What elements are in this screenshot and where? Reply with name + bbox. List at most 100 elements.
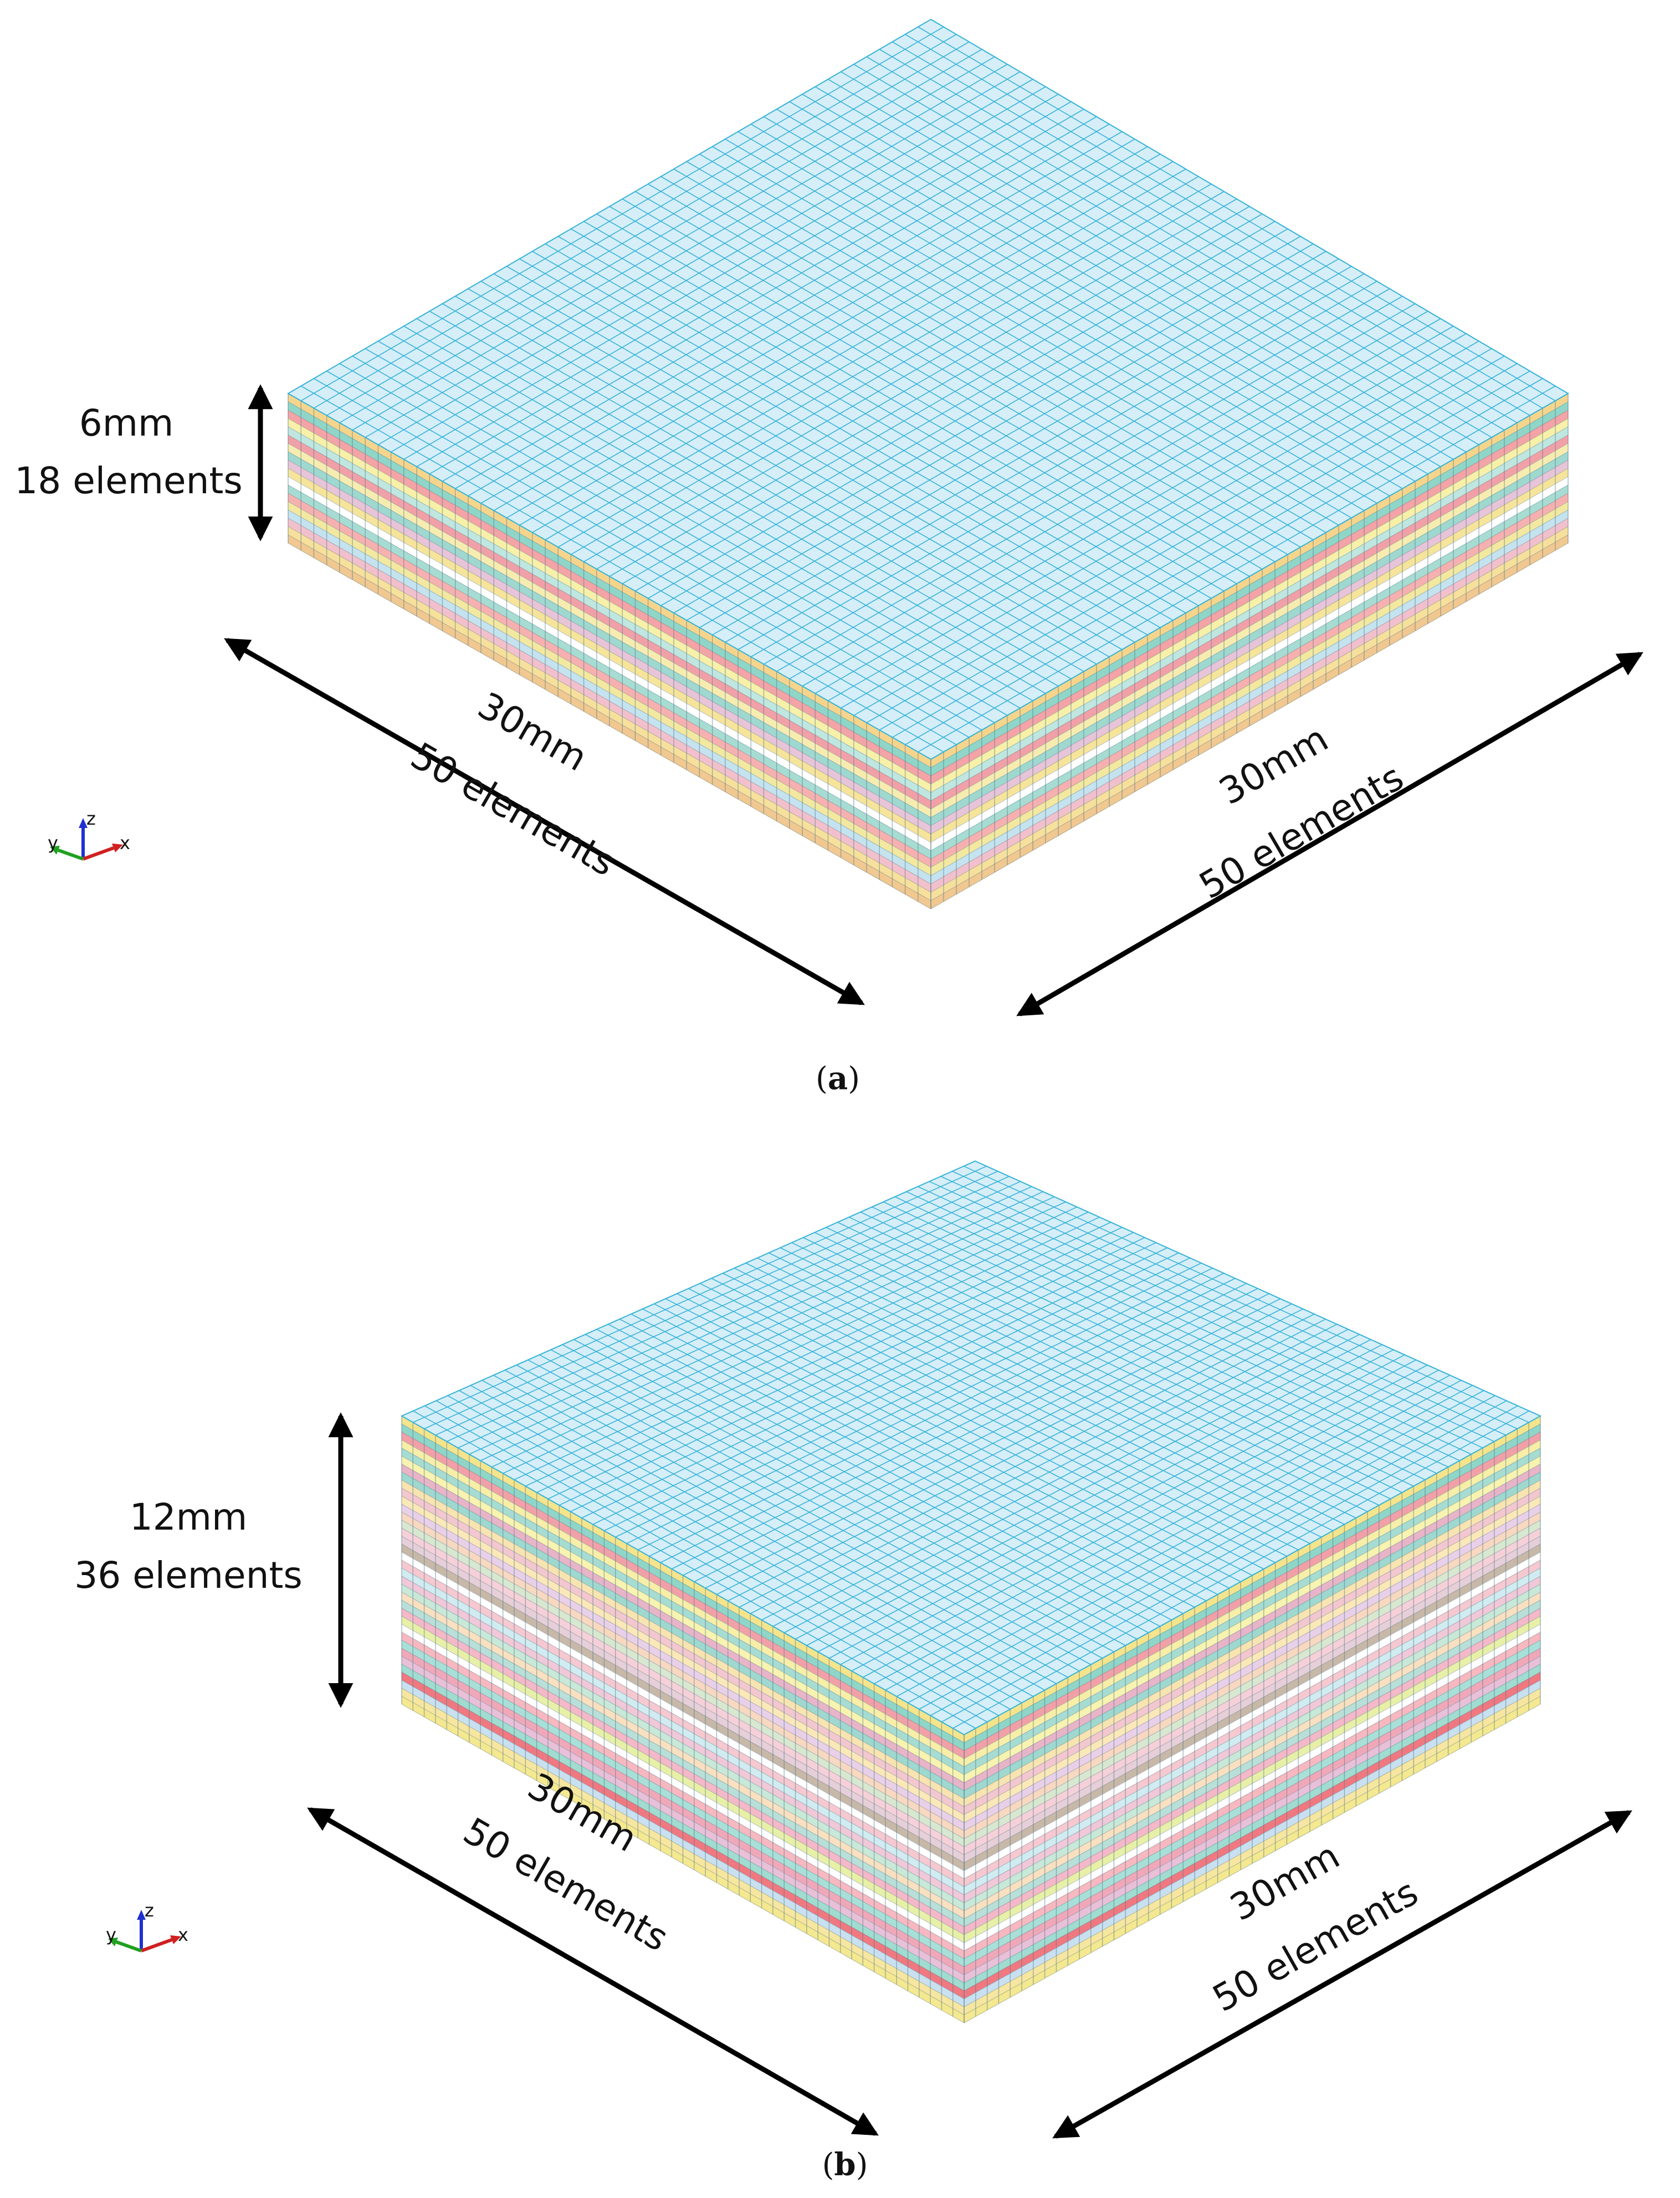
side-mesh-line: [964, 1488, 1541, 1807]
top-mesh-line: [712, 146, 1352, 519]
side-mesh-line: [401, 1424, 965, 1743]
axis-x-label: x: [120, 832, 130, 853]
side-mesh-line: [401, 1455, 965, 1775]
top-mesh-line: [964, 1415, 1541, 1735]
side-mesh-line: [964, 1496, 1541, 1815]
panel-a-thickness-label: 6mm: [79, 402, 174, 444]
top-mesh-line: [906, 1191, 1472, 1455]
panel-b-right-edge-arrow: [1052, 1810, 1632, 2139]
side-mesh-line: [964, 1520, 1541, 1839]
top-mesh-line: [723, 1272, 1287, 1557]
top-mesh-line: [883, 1201, 1448, 1468]
top-mesh-line: [750, 288, 1390, 657]
side-mesh-line: [401, 1536, 965, 1855]
top-mesh-line: [806, 1344, 1382, 1646]
top-mesh-line: [874, 1374, 1451, 1684]
top-mesh-line: [802, 318, 1441, 687]
top-mesh-line: [705, 1298, 1281, 1589]
side-mesh-line: [964, 1464, 1541, 1783]
top-mesh-line: [699, 1283, 1264, 1570]
side-mesh-line: [964, 1448, 1541, 1767]
top-mesh-line: [711, 1277, 1276, 1563]
top-mesh-line: [734, 1267, 1299, 1551]
top-mesh-line: [827, 79, 1467, 453]
top-mesh-line: [660, 236, 1301, 606]
panel-b-axis-triad: z x y: [106, 1900, 188, 1952]
panel-b-left-edge-arrow: [307, 1807, 879, 2136]
side-mesh-line: [401, 1496, 965, 1815]
top-mesh-line: [776, 109, 1416, 482]
side-mesh-line: [964, 1480, 1541, 1799]
panel-a-left-edge-arrow: [224, 638, 865, 1005]
top-mesh-line: [802, 94, 1441, 467]
side-mesh-line: [964, 1432, 1541, 1751]
panel-b-thickness-elements-label: 36 elements: [74, 1554, 303, 1597]
top-mesh-line: [769, 1252, 1333, 1531]
top-mesh-line: [791, 1242, 1356, 1519]
top-mesh-line: [716, 1303, 1292, 1595]
top-mesh-line: [745, 1262, 1310, 1544]
top-mesh-line: [815, 86, 1454, 460]
top-mesh-line: [783, 1334, 1360, 1633]
axis-z-label: z: [86, 808, 96, 829]
top-mesh-line: [866, 355, 1505, 723]
panel-a-top-face: [286, 18, 1569, 760]
top-mesh-line: [750, 124, 1390, 497]
top-mesh-line: [851, 1364, 1428, 1671]
axis-y-arrowhead-icon: [50, 846, 60, 855]
top-mesh-line: [892, 370, 1530, 738]
side-mesh-line: [964, 1511, 1541, 1831]
top-mesh-line: [815, 325, 1454, 694]
top-mesh-line: [634, 191, 1276, 563]
top-mesh-line: [929, 1181, 1495, 1442]
side-mesh-line: [964, 1527, 1541, 1847]
axis-z-arrowhead-icon: [137, 1910, 146, 1920]
side-mesh-line: [964, 1424, 1541, 1743]
top-mesh-line: [952, 1170, 1518, 1429]
axis-x-arrowhead-icon: [170, 1935, 181, 1944]
top-mesh-line: [803, 1237, 1368, 1512]
top-mesh-line: [848, 1216, 1414, 1487]
panel-a-right-edge-arrow: [1016, 652, 1643, 1016]
top-mesh-line: [862, 1369, 1439, 1678]
top-mesh-line: [829, 1354, 1405, 1659]
side-mesh-line: [401, 1488, 965, 1807]
top-mesh-line: [622, 213, 1263, 584]
side-mesh-line: [964, 1543, 1541, 1863]
panel-b-caption: (b): [822, 2146, 868, 2183]
top-mesh-line: [789, 101, 1428, 474]
side-mesh-line: [401, 1504, 965, 1823]
top-mesh-line: [930, 1400, 1507, 1716]
side-mesh-line: [964, 1536, 1541, 1855]
top-mesh-line: [757, 1258, 1322, 1538]
side-mesh-line: [964, 1439, 1541, 1759]
top-mesh-line: [694, 1293, 1269, 1582]
top-mesh-line: [780, 1247, 1345, 1525]
axis-x-icon: [140, 1938, 173, 1952]
axis-x-icon: [82, 846, 115, 861]
top-mesh-line: [648, 228, 1288, 599]
top-mesh-line: [673, 168, 1314, 540]
top-mesh-line: [622, 198, 1263, 570]
panel-a-thickness-elements-label: 18 elements: [14, 459, 243, 502]
axis-y-label: y: [48, 832, 58, 853]
top-mesh-line: [919, 1395, 1495, 1710]
top-mesh-line: [814, 1232, 1380, 1506]
top-mesh-line: [866, 56, 1505, 431]
top-mesh-line: [885, 1379, 1462, 1691]
axis-y-icon: [57, 848, 84, 861]
top-mesh-line: [853, 64, 1492, 438]
top-mesh-line: [634, 221, 1276, 592]
panel-b: 12mm 36 elements 30mm 50 elements 30mm 5…: [74, 1160, 1632, 2183]
top-mesh-line: [840, 1359, 1416, 1665]
top-mesh-line: [908, 1390, 1484, 1704]
panel-a-axis-triad: z x y: [48, 808, 130, 861]
top-mesh-line: [686, 251, 1326, 621]
panel-a-left-edge-elements-label: 50 elements: [403, 734, 622, 885]
top-mesh-line: [761, 1323, 1338, 1621]
side-mesh-line: [964, 1504, 1541, 1823]
top-mesh-line: [952, 1410, 1529, 1729]
panel-a-caption: (a): [816, 1060, 860, 1097]
top-mesh-line: [776, 303, 1416, 672]
